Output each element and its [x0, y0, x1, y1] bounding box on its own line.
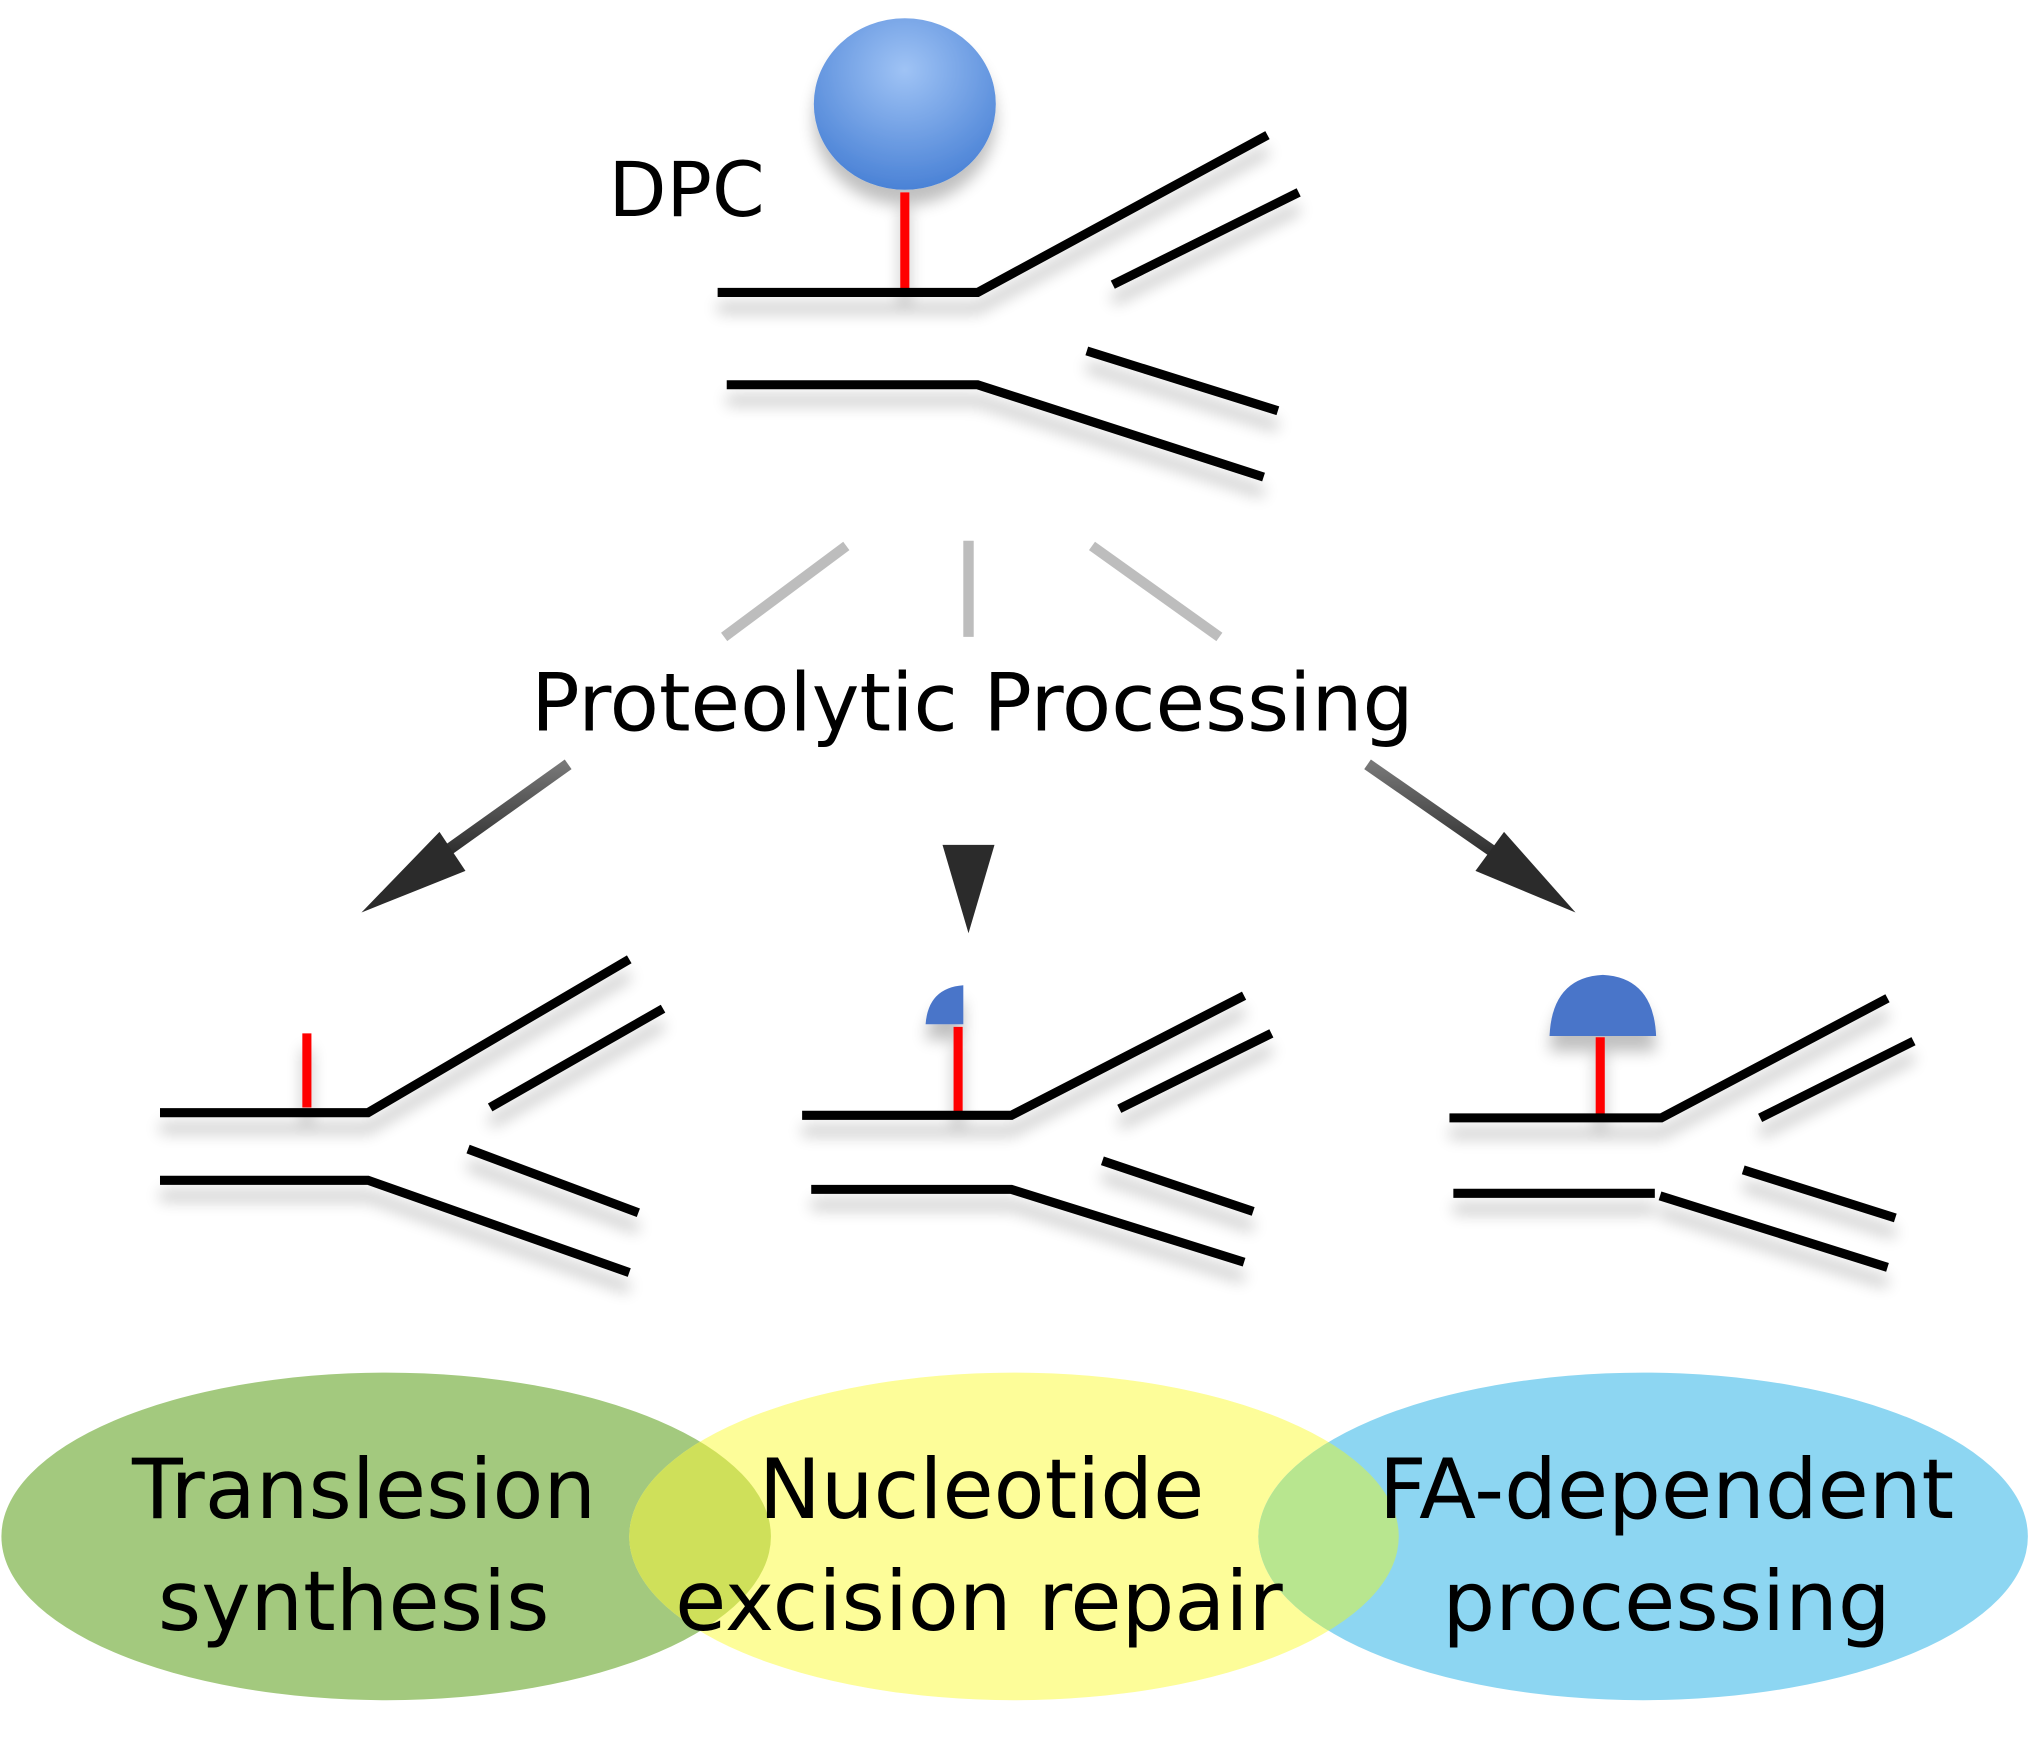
peptide-icon: [1549, 974, 1657, 1036]
dna-strand-top: [717, 131, 1270, 298]
svg-text:processing: processing: [1442, 1553, 1890, 1650]
pathway-ellipse-ner: [629, 1372, 1399, 1701]
fork-fa: [1449, 974, 1916, 1272]
pathway-label-tls: Translesion synthesis: [131, 1441, 596, 1650]
dpc-label: DPC: [608, 146, 764, 234]
arrow-icon: [1364, 759, 1576, 913]
dna-strand-daughter: [1110, 188, 1301, 289]
svg-text:Nucleotide: Nucleotide: [759, 1441, 1205, 1538]
protein-icon: [813, 18, 996, 190]
arrow-icon: [361, 759, 572, 913]
pathway-ellipse-fa: [1258, 1372, 2028, 1701]
peptide-icon: [925, 985, 964, 1025]
dpc-fork: [717, 18, 1301, 482]
dna-strand-bottom: [726, 380, 1265, 482]
svg-text:Translesion: Translesion: [131, 1441, 596, 1538]
pathway-ellipse-tls: [1, 1372, 771, 1701]
arrow-icon: [942, 761, 995, 934]
pathway-label-ner: Nucleotide excision repair: [675, 1441, 1283, 1650]
fork-translesion: [159, 955, 666, 1277]
dna-strand-daughter: [1085, 346, 1280, 416]
pathway-venn: [1, 1372, 2028, 1701]
fork-ner: [802, 985, 1274, 1267]
faded-connectors: [721, 540, 1223, 642]
process-label: Proteolytic Processing: [531, 657, 1414, 751]
svg-text:FA-dependent: FA-dependent: [1379, 1441, 1954, 1538]
svg-text:synthesis: synthesis: [158, 1553, 550, 1650]
svg-text:excision repair: excision repair: [675, 1553, 1283, 1650]
pathway-label-fa: FA-dependent processing: [1379, 1441, 1954, 1650]
